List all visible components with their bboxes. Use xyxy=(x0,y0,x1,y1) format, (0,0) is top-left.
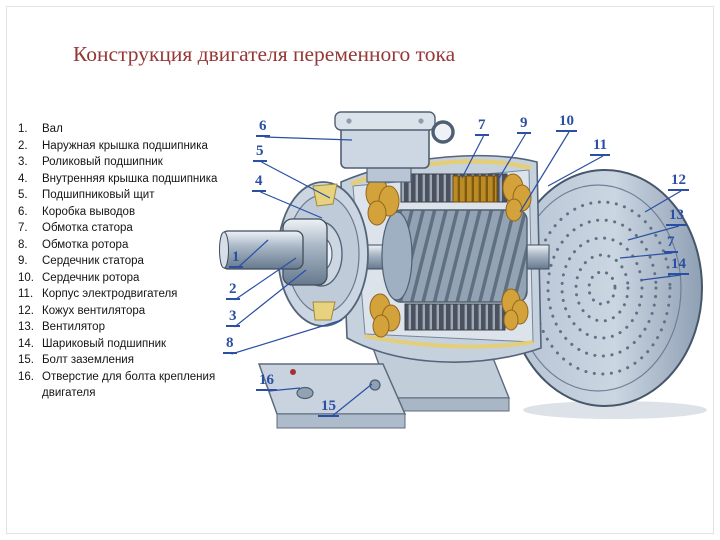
part-number: 13. xyxy=(18,321,34,333)
part-label: Внутренняя крышка подшипника xyxy=(42,172,218,185)
part-number: 9. xyxy=(18,255,28,267)
part-number: 10. xyxy=(18,271,34,284)
part-label: Обмотка статора xyxy=(42,222,133,234)
part-number: 16. xyxy=(18,370,34,383)
part-item: 10. Сердечник ротора xyxy=(18,270,256,287)
part-label: Обмотка ротора xyxy=(42,238,129,251)
rotor-core xyxy=(381,209,528,303)
part-label: Кожух вентилятора xyxy=(42,304,146,317)
part-label: Подшипниковый щит xyxy=(42,189,155,201)
part-number: 3. xyxy=(18,156,28,168)
terminal-box xyxy=(334,111,455,183)
grounding-bolt xyxy=(369,379,381,391)
part-number: 6. xyxy=(18,205,28,218)
part-label: Вал xyxy=(42,123,63,135)
part-item: 7. Обмотка статора xyxy=(18,220,256,237)
parts-list: 1. Вал 2. Наружная крышка подшипника 3. Ролик… xyxy=(18,121,256,402)
part-item: 6. Коробка выводов xyxy=(18,204,256,221)
part-number: 15. xyxy=(18,354,34,366)
part-item: 3. Роликовый подшипник xyxy=(18,154,256,171)
part-number: 14. xyxy=(18,337,34,350)
part-number: 4. xyxy=(18,172,28,185)
part-label: Корпус электродвигателя xyxy=(42,288,178,300)
part-item: 16. Отверстие для болта крепления двигате… xyxy=(18,369,256,402)
part-number: 12. xyxy=(18,304,34,317)
part-item: 12. Кожух вентилятора xyxy=(18,303,256,320)
part-item: 9. Сердечник статора xyxy=(18,253,256,270)
part-item: 13. Вентилятор xyxy=(18,319,256,336)
motor-foot-front xyxy=(257,363,407,429)
part-label: Наружная крышка подшипника xyxy=(42,139,208,152)
part-number: 8. xyxy=(18,238,28,251)
motor-shadow xyxy=(523,401,707,419)
part-label: Роликовый подшипник xyxy=(42,156,163,168)
part-item: 2. Наружная крышка подшипника xyxy=(18,138,256,155)
part-item: 8. Обмотка ротора xyxy=(18,237,256,254)
page-title: Конструкция двигателя переменного тока xyxy=(73,42,456,66)
part-label: Отверстие для болта крепления двигателя xyxy=(42,370,216,400)
part-number: 7. xyxy=(18,222,28,234)
part-label: Шариковый подшипник xyxy=(42,337,167,350)
part-label: Сердечник ротора xyxy=(42,271,140,284)
part-item: 11. Корпус электродвигателя xyxy=(18,286,256,303)
motor-illustration xyxy=(219,111,707,429)
part-item: 1. Вал xyxy=(18,121,256,138)
part-label: Болт заземления xyxy=(42,354,134,366)
part-number: 2. xyxy=(18,139,28,152)
part-number: 5. xyxy=(18,189,28,201)
part-label: Вентилятор xyxy=(42,321,105,333)
part-label: Коробка выводов xyxy=(42,205,136,218)
part-item: 5. Подшипниковый щит xyxy=(18,187,256,204)
stator-winding-slot xyxy=(452,175,498,203)
part-label: Сердечник статора xyxy=(42,255,144,267)
part-item: 15. Болт заземления xyxy=(18,352,256,369)
part-number: 1. xyxy=(18,123,28,135)
part-item: 14. Шариковый подшипник xyxy=(18,336,256,353)
stator-winding-ends xyxy=(365,173,532,338)
part-item: 4. Внутренняя крышка подшипника xyxy=(18,171,256,188)
part-number: 11. xyxy=(18,288,34,300)
